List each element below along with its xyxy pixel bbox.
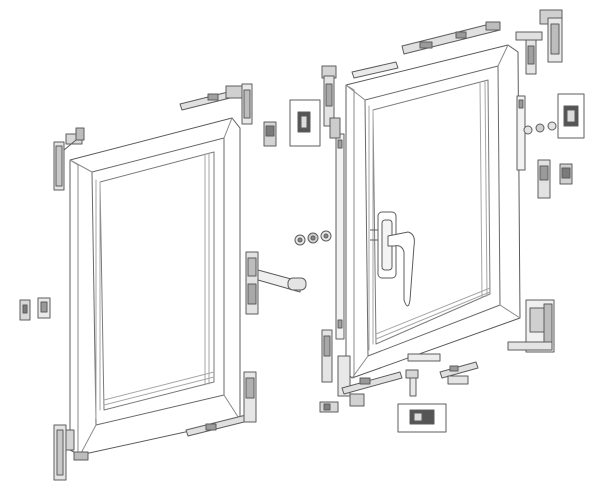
hinge-callout-box	[289, 99, 321, 147]
connecting-pins	[294, 230, 332, 246]
right-side-keeper	[516, 95, 526, 171]
left-top-rail	[179, 83, 253, 125]
right-bottom-rail	[407, 353, 479, 385]
right-bottom-fittings	[319, 369, 419, 413]
left-corner-drive	[263, 121, 277, 147]
right-keepers-mid	[537, 159, 573, 199]
right-lower-left-corner	[321, 329, 403, 397]
right-top-rail-small	[351, 61, 399, 79]
left-small-lock-part	[19, 297, 51, 321]
left-top-hinge	[53, 127, 85, 191]
left-bottom-hinge	[53, 424, 89, 481]
right-pins	[523, 121, 557, 135]
bottom-callout-box	[397, 403, 447, 433]
left-sash-glass-opening	[99, 151, 215, 411]
right-top-hinge	[515, 9, 563, 75]
right-bottom-hinge	[507, 299, 555, 353]
window-handle	[370, 211, 415, 307]
left-stay-arm	[245, 251, 307, 315]
right-callout-box	[557, 93, 585, 139]
right-top-rail	[401, 21, 501, 55]
right-frame-glass-opening	[372, 79, 491, 345]
left-bottom-rail	[185, 371, 257, 437]
right-locking-bar	[335, 133, 345, 340]
left-sash-frame	[69, 117, 241, 456]
right-top-corner-drive	[321, 65, 341, 139]
right-window-frame	[345, 44, 521, 379]
